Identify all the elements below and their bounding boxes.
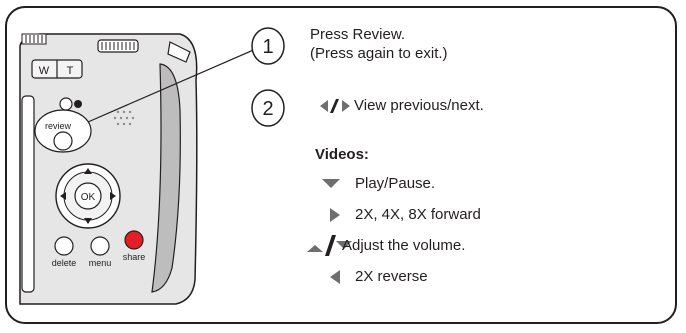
strap-lug (167, 41, 191, 63)
share-label: share (123, 252, 146, 262)
videos-heading: Videos: (315, 146, 369, 163)
share-button[interactable] (124, 230, 144, 250)
dpad-right-icon (110, 192, 116, 200)
up-down-triangle-icon (307, 235, 352, 256)
dpad-left-icon (60, 192, 66, 200)
delete-label: delete (52, 258, 77, 268)
menu-button[interactable] (90, 236, 110, 256)
left-triangle-icon (330, 270, 340, 284)
delete-button[interactable] (54, 236, 74, 256)
review-button[interactable] (53, 131, 73, 151)
dpad-up-icon (84, 168, 92, 174)
step-1-badge: 1 (251, 27, 285, 65)
video-item-3-text: Adjust the volume. (342, 237, 466, 254)
tele-label: T (67, 65, 74, 77)
speaker-grille (113, 110, 135, 126)
menu-label: menu (89, 258, 112, 268)
step-1-number: 1 (262, 36, 273, 58)
video-item-4-text: 2X reverse (355, 268, 428, 285)
right-triangle-icon (330, 208, 340, 222)
info-button[interactable] (74, 100, 82, 108)
step-1-line-2: (Press again to exit.) (310, 45, 448, 62)
small-button[interactable] (59, 97, 73, 111)
step-2-badge: 2 (251, 89, 285, 127)
ok-button[interactable] (74, 182, 102, 210)
ok-label: OK (81, 192, 96, 203)
video-item-2-text: 2X, 4X, 8X forward (355, 206, 481, 223)
down-triangle-icon (322, 179, 340, 188)
review-label: review (45, 121, 72, 131)
step-2-text: View previous/next. (354, 97, 484, 114)
mode-dial-ridges (101, 42, 135, 50)
prev-next-icon (320, 99, 350, 113)
dpad-down-icon (84, 218, 92, 224)
lcd-edge (21, 95, 35, 293)
callout-line (87, 47, 259, 123)
page-frame (5, 6, 677, 324)
wide-label: W (39, 65, 50, 77)
review-highlight (34, 109, 92, 153)
step-2-number: 2 (262, 98, 273, 120)
video-item-1-text: Play/Pause. (355, 175, 436, 192)
hand-grip (151, 63, 181, 293)
step-1-line-1: Press Review. (310, 26, 406, 43)
